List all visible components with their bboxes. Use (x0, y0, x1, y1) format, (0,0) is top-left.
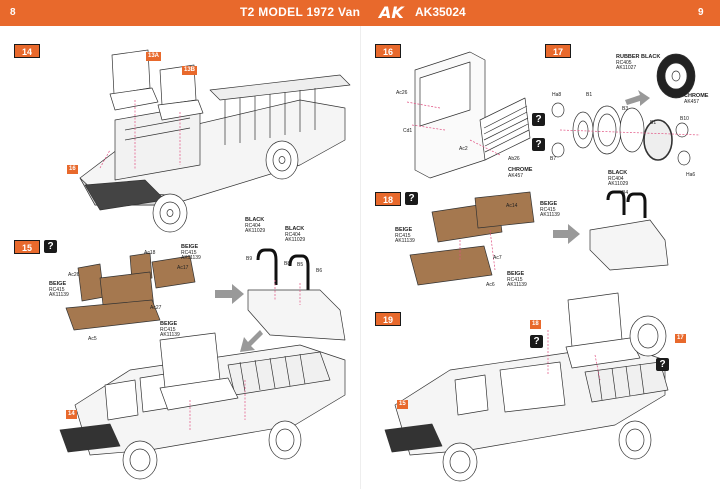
product-code: AK35024 (415, 5, 466, 19)
ref-tag-16: 16 (67, 165, 78, 174)
part-label: Ac26 (68, 272, 80, 278)
step15-drawing (59, 248, 346, 480)
part-label: B4 (622, 190, 629, 196)
part-label: Ha6 (686, 172, 696, 178)
ref-tag-13a: 13A (146, 52, 162, 61)
part-label: Ac18 (144, 250, 156, 256)
help-icon: ? (530, 335, 543, 348)
step-17-badge: 17 (545, 44, 571, 58)
page-divider (360, 26, 361, 489)
part-label: B7 (550, 156, 557, 162)
step-14-badge: 14 (14, 44, 40, 58)
part-label: B10 (680, 116, 689, 122)
page-title: T2 MODEL 1972 Van (240, 5, 361, 19)
step19-drawing (384, 292, 669, 482)
part-label: Ac14 (506, 203, 518, 209)
step14-chassis-drawing (79, 49, 351, 233)
part-label: Ha8 (552, 92, 562, 98)
step18-drawing (409, 191, 580, 286)
part-label: B9 (246, 256, 253, 262)
part-label: Cd1 (403, 128, 413, 134)
help-icon: ? (656, 358, 669, 371)
part-label: Ac27 (150, 305, 162, 311)
page-number-right: 9 (698, 7, 704, 18)
step-19-badge: 19 (375, 312, 401, 326)
part-label: B5 (297, 262, 304, 268)
part-label: Ac26 (396, 90, 408, 96)
ak-logo: AK (379, 3, 404, 22)
page-number-left: 8 (10, 7, 16, 18)
step-15-badge: 15 (14, 240, 40, 254)
part-label: B8 (284, 261, 291, 267)
step17-drawing (551, 53, 701, 271)
part-label: B1 (650, 120, 657, 126)
part-label: Ac17 (177, 265, 189, 271)
ref-tag-18: 18 (530, 320, 541, 329)
part-label: B3 (622, 106, 629, 112)
step16-drawing (406, 51, 531, 179)
help-icon: ? (532, 113, 545, 126)
part-label: Ab26 (508, 156, 520, 162)
part-label: Ac7 (493, 255, 502, 261)
help-icon: ? (532, 138, 545, 151)
help-icon: ? (405, 192, 418, 205)
ref-tag-15: 15 (397, 400, 408, 409)
part-label: Ac5 (88, 336, 97, 342)
part-label: B1 (586, 92, 593, 98)
ref-tag-17: 17 (675, 334, 686, 343)
part-label: B6 (316, 268, 323, 274)
ref-tag-13b: 13B (182, 66, 198, 75)
help-icon: ? (44, 240, 57, 253)
step-16-badge: 16 (375, 44, 401, 58)
ref-tag-14: 14 (66, 410, 77, 419)
header-bar: 8 T2 MODEL 1972 Van AK AK35024 9 (0, 0, 720, 26)
part-label: Ac6 (486, 282, 495, 288)
part-label: Ac2 (459, 146, 468, 152)
step-18-badge: 18 (375, 192, 401, 206)
